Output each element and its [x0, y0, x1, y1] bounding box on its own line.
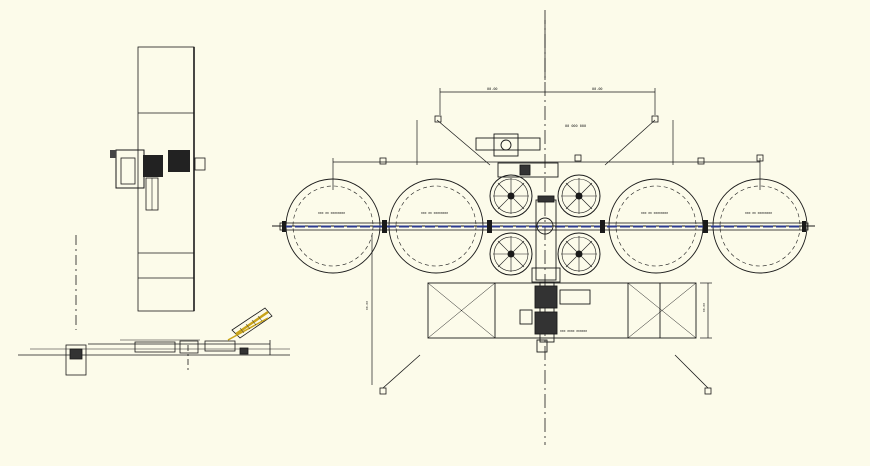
small-tanks: [489, 174, 601, 276]
small-tank-1: [489, 174, 533, 218]
side-view-strip: [137, 46, 195, 312]
tank-label-2: 000 00 00000000: [421, 211, 448, 215]
section-view: [18, 235, 290, 376]
central-top-unit: [475, 133, 559, 178]
drawing-note-label: 00 000 000: [565, 124, 586, 128]
main-pipe-band: [279, 220, 809, 233]
small-tank-4: [557, 232, 601, 276]
side-dim-label-left: 00.00: [365, 301, 369, 310]
bottom-process-block: [427, 282, 697, 353]
tank-label-3: 000 00 00000000: [641, 211, 668, 215]
dimension-label-left: 00.00: [487, 87, 498, 91]
bottom-block-label: 000 0000 000000: [560, 329, 587, 333]
top-dimensions: [332, 88, 761, 190]
small-tank-2: [557, 174, 601, 218]
bottom-block-label-group: 000 0000 000000: [560, 329, 587, 333]
side-dimensions: [371, 235, 712, 385]
side-view-machinery: [110, 149, 206, 211]
section-inclined-conveyor: [227, 307, 273, 341]
dimension-label-right: 00.00: [592, 87, 603, 91]
tank-label-1: 000 00 00000000: [318, 211, 345, 215]
side-dimension-labels: 00.00 00.00: [365, 301, 706, 312]
tank-label-4: 000 00 00000000: [745, 211, 772, 215]
large-tank-labels: 000 00 00000000 000 00 00000000 000 00 0…: [318, 211, 772, 215]
side-dim-label-right: 00.00: [702, 303, 706, 312]
small-tank-3: [489, 232, 533, 276]
corner-markers: [379, 115, 764, 395]
top-dimension-labels: 00.00 00.00 00 000 000: [487, 87, 603, 128]
